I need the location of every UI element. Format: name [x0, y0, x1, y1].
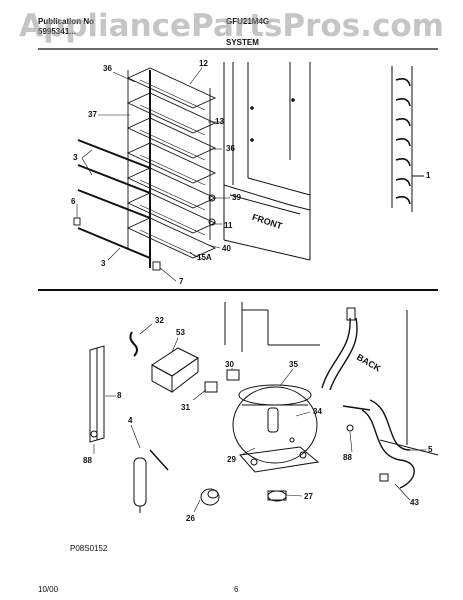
- callout-34: 34: [313, 407, 322, 416]
- callout-39: 39: [232, 193, 241, 202]
- callout-13: 13: [215, 117, 224, 126]
- callout-7: 7: [179, 277, 184, 286]
- callout-8: 8: [117, 391, 122, 400]
- callout-5: 5: [428, 445, 433, 454]
- cap-inner: [207, 489, 219, 499]
- callout-32: 32: [155, 316, 164, 325]
- defrost-wire: [129, 331, 138, 357]
- page-number: 6: [234, 585, 239, 594]
- callout-29: 29: [227, 455, 236, 464]
- section-title: SYSTEM: [226, 38, 259, 47]
- callout-88-left: 88: [83, 456, 92, 465]
- callout-1: 1: [426, 171, 431, 180]
- callout-88-right: 88: [343, 453, 352, 462]
- cap: [200, 488, 220, 506]
- callout-27: 27: [304, 492, 313, 501]
- callout-31: 31: [181, 403, 190, 412]
- shroud: [89, 345, 105, 443]
- model-number: GFU21M4G: [226, 17, 270, 26]
- callout-36-right: 36: [226, 144, 235, 153]
- filter-drier: [133, 449, 169, 513]
- callout-3-top: 3: [73, 153, 78, 162]
- cabinet-liner: [223, 62, 311, 261]
- callout-6: 6: [71, 197, 76, 206]
- callout-26: 26: [186, 514, 195, 523]
- refrigerant-lines: [321, 317, 415, 489]
- publication-number: 5995341...: [38, 27, 76, 36]
- callout-53: 53: [176, 328, 185, 337]
- plug-43: [379, 473, 389, 482]
- callout-15a: 15A: [197, 253, 212, 262]
- publication-label: Publication No: [38, 17, 94, 26]
- compressor: [232, 384, 320, 473]
- callout-4: 4: [128, 416, 133, 425]
- footer-date: 10/00: [38, 585, 59, 594]
- watermark-text: AppliancePartsPros.com: [19, 8, 444, 44]
- callout-37: 37: [88, 110, 97, 119]
- relay-cover: [151, 347, 199, 394]
- overload: [204, 381, 218, 393]
- callout-43: 43: [410, 498, 419, 507]
- relay: [226, 369, 240, 381]
- screw-88: [346, 424, 354, 432]
- machine-compartment: [224, 302, 439, 456]
- harness-plug: [346, 307, 356, 321]
- callout-35: 35: [289, 360, 298, 369]
- callout-40: 40: [222, 244, 231, 253]
- diagram-code: P08S0152: [70, 544, 108, 553]
- callout-11: 11: [224, 221, 233, 230]
- shelf-rack: [73, 67, 217, 271]
- grommet-body: [267, 490, 287, 501]
- screw-88-left: [90, 430, 98, 438]
- callout-3-bottom: 3: [101, 259, 106, 268]
- top-leader-lines: [76, 67, 230, 282]
- callout-30: 30: [225, 360, 234, 369]
- callout-36: 36: [103, 64, 112, 73]
- bottom-leader-lines: [93, 323, 426, 513]
- callout-12: 12: [199, 59, 208, 68]
- evaporator-coil: [391, 66, 424, 212]
